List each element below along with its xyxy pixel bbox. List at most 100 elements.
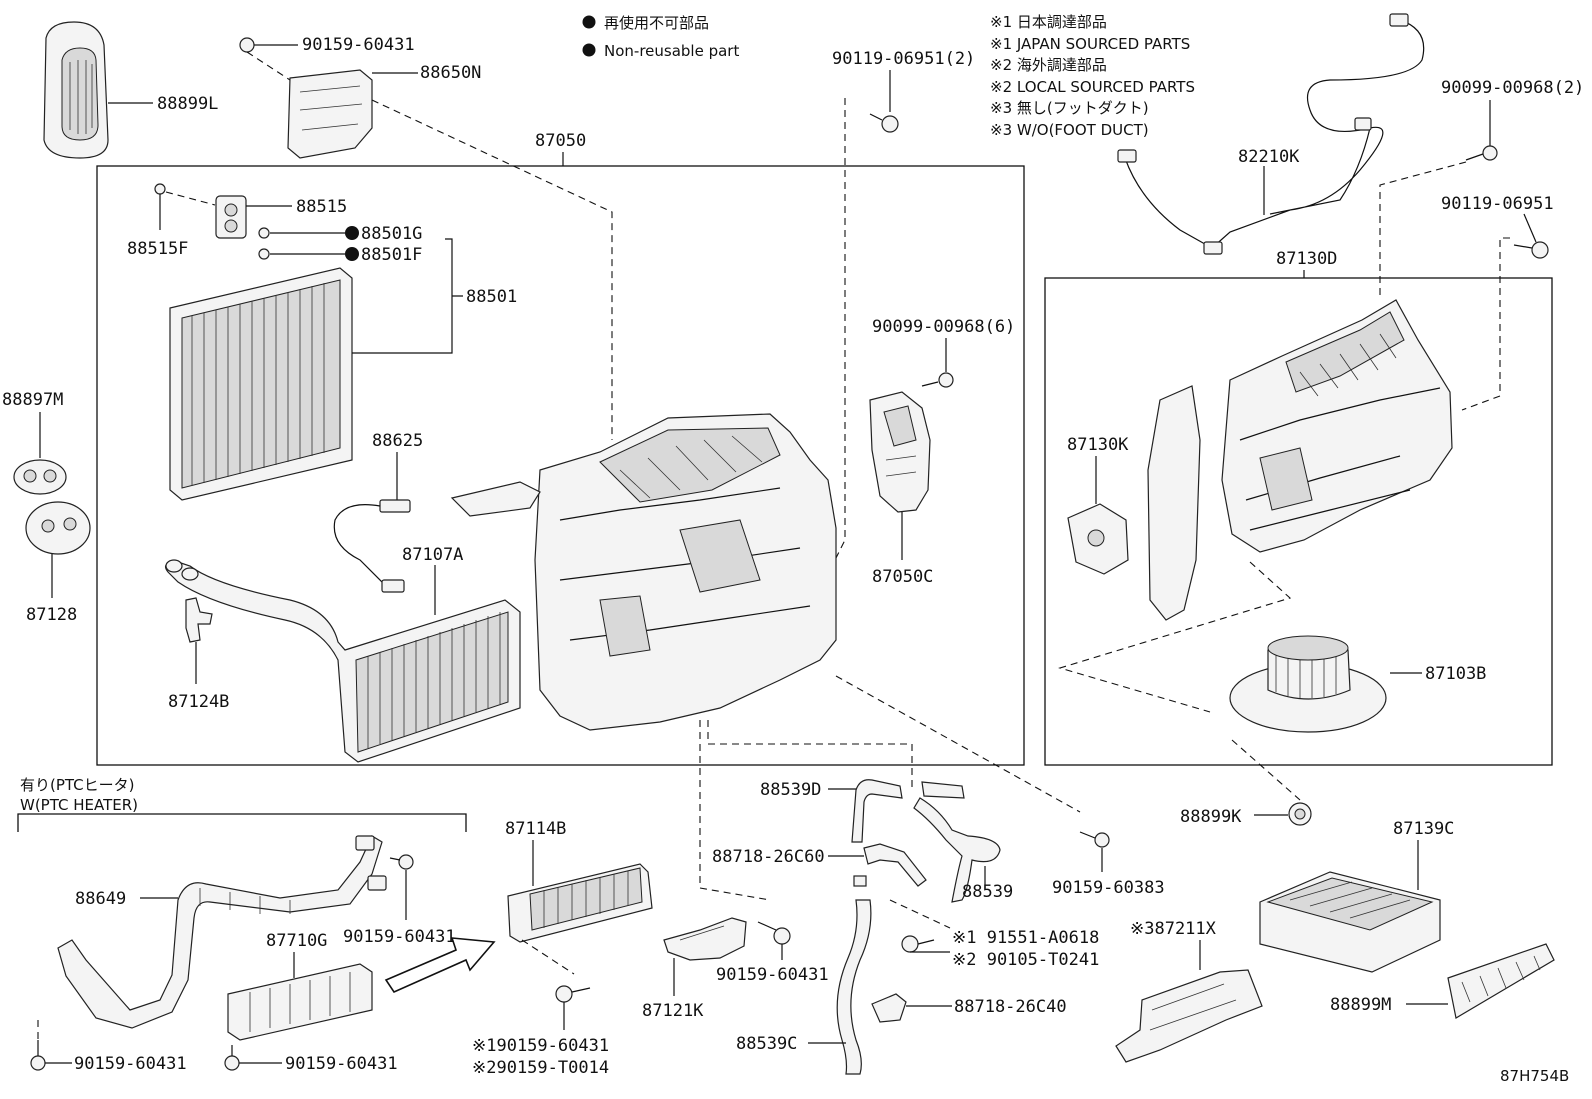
variant-ptc-heater: 有り(PTCヒータ) W(PTC HEATER) — [20, 776, 138, 814]
label-87103B: 87103B — [1425, 664, 1486, 684]
bolt-icon — [869, 113, 899, 133]
label-87130K: 87130K — [1067, 435, 1129, 455]
label-87114B: 87114B — [505, 819, 566, 839]
label-88718-26C60: 88718-26C60 — [712, 847, 825, 867]
part-87107A — [165, 559, 521, 763]
note-line: ※3 W/O(FOOT DUCT) — [990, 121, 1149, 139]
part-88625 — [333, 499, 411, 593]
part-88718-26C40 — [871, 993, 907, 1023]
label-90119-06951-2: 90119-06951(2) — [832, 49, 975, 69]
screw-icon — [1465, 145, 1498, 161]
note-line: ※1 日本調達部品 — [990, 13, 1107, 31]
note-line: ※2 LOCAL SOURCED PARTS — [990, 78, 1195, 96]
note-line: ※2 海外調達部品 — [990, 56, 1107, 74]
label-90099-00968-6: 90099-00968(6) — [872, 317, 1015, 337]
variant-label-jp: 有り(PTCヒータ) — [20, 776, 135, 794]
label-88625: 88625 — [372, 431, 423, 451]
non-reusable-bullet-icon — [582, 15, 596, 29]
part-88897M — [13, 459, 67, 495]
label-88897M: 88897M — [2, 390, 63, 410]
label-90159-60431-b: 90159-60431 — [74, 1054, 187, 1074]
label-87050: 87050 — [535, 131, 586, 151]
part-88539D — [851, 779, 965, 843]
label-88649: 88649 — [75, 889, 126, 909]
group-box-87130D — [1044, 277, 1553, 766]
part-87139C — [1259, 871, 1441, 973]
part-88718-26C60 — [853, 843, 927, 887]
label-87139C: 87139C — [1393, 819, 1454, 839]
bolt-icon — [239, 37, 270, 53]
label-88501F: 88501F — [361, 245, 422, 265]
part-87130K — [1067, 503, 1129, 575]
label-88515F: 88515F — [127, 239, 188, 259]
part-87130D — [1147, 299, 1453, 621]
o-ring-icon — [258, 248, 270, 260]
part-88899L — [43, 21, 109, 159]
label-90159-60431-top: 90159-60431 — [302, 35, 415, 55]
label-87128: 87128 — [26, 605, 77, 625]
install-arrow-icon — [384, 937, 496, 994]
label-88718-26C40: 88718-26C40 — [954, 997, 1067, 1017]
part-88501 — [169, 267, 353, 501]
variant-label-en: W(PTC HEATER) — [20, 796, 138, 814]
part-88899K — [1288, 802, 1312, 826]
part-87128 — [25, 501, 91, 555]
label-90159-T0014: ※290159-T0014 — [472, 1058, 609, 1078]
label-88515: 88515 — [296, 197, 347, 217]
bolt-icon — [154, 183, 166, 230]
label-88539C: 88539C — [736, 1034, 797, 1054]
label-88501: 88501 — [466, 287, 517, 307]
label-90105-T0241: ※2 90105-T0241 — [952, 950, 1099, 970]
label-87121K: 87121K — [642, 1001, 704, 1021]
part-88539C — [836, 899, 872, 1075]
legend: 再使用不可部品 Non-reusable part — [582, 14, 739, 60]
bolt-icon — [901, 935, 935, 953]
label-87107A: 87107A — [402, 545, 463, 565]
part-82210K — [1117, 13, 1425, 255]
label-91551-A0618: ※1 91551-A0618 — [952, 928, 1099, 948]
bolt-icon — [224, 1045, 240, 1071]
part-87121K — [663, 917, 747, 961]
label-87050C: 87050C — [872, 567, 933, 587]
illustration-code: 87H754B — [1500, 1067, 1569, 1085]
screw-icon — [921, 372, 954, 388]
label-90119-06951: 90119-06951 — [1441, 194, 1554, 214]
non-reusable-bullet-icon — [345, 226, 359, 240]
label-90159-60431-e: ※190159-60431 — [472, 1036, 609, 1056]
group-bracket-ptc — [17, 813, 467, 832]
note-line: ※1 JAPAN SOURCED PARTS — [990, 35, 1190, 53]
bolt-icon — [555, 985, 591, 1003]
label-88899K: 88899K — [1180, 807, 1242, 827]
part-87710G — [227, 963, 373, 1041]
part-87050C — [869, 391, 931, 513]
label-88501G: 88501G — [361, 224, 422, 244]
part-87211X — [1115, 969, 1263, 1063]
label-88539: 88539 — [962, 882, 1013, 902]
label-82210K: 82210K — [1238, 147, 1300, 167]
o-ring-icon — [258, 227, 270, 239]
note-line: ※3 無し(フットダクト) — [990, 99, 1149, 117]
part-88899M — [1447, 943, 1555, 1019]
label-88899M: 88899M — [1330, 995, 1391, 1015]
label-90159-60383: 90159-60383 — [1052, 878, 1165, 898]
label-90099-00968-2: 90099-00968(2) — [1441, 78, 1584, 98]
part-87114B — [507, 863, 653, 943]
part-88650N — [287, 69, 373, 159]
label-87130D: 87130D — [1276, 249, 1337, 269]
part-87050-case — [450, 413, 837, 731]
label-88650N: 88650N — [420, 63, 481, 83]
part-88649 — [57, 835, 387, 1029]
label-88899L: 88899L — [157, 94, 218, 114]
bolt-icon — [1513, 241, 1549, 259]
part-88515 — [215, 195, 247, 239]
label-90159-60431-a: 90159-60431 — [343, 927, 456, 947]
bolt-icon — [1079, 831, 1110, 848]
legend-non-reusable-en: Non-reusable part — [604, 42, 739, 60]
sourcing-notes: ※1 日本調達部品 ※1 JAPAN SOURCED PARTS ※2 海外調達… — [990, 13, 1195, 139]
label-90159-60431-c: 90159-60431 — [285, 1054, 398, 1074]
label-87124B: 87124B — [168, 692, 229, 712]
bolt-icon — [30, 1040, 46, 1071]
non-reusable-bullet-icon — [345, 247, 359, 261]
part-87103B — [1229, 635, 1387, 733]
